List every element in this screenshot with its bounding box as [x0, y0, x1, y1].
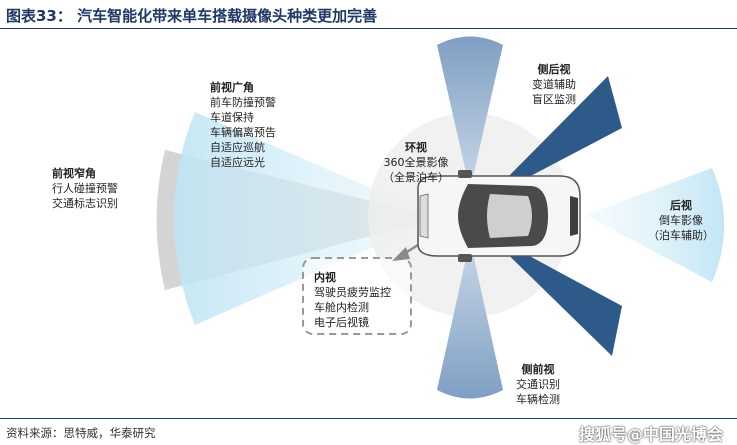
- surround-line-1: 360全景影像: [383, 156, 449, 169]
- front-wide-line-3: 车辆偏离预告: [210, 126, 276, 139]
- camera-coverage-diagram: [156, 36, 725, 399]
- bottom-beam: [437, 240, 503, 399]
- top-beam: [437, 36, 503, 190]
- front-wide-line-5: 自适应远光: [210, 156, 265, 169]
- side-rear-beam: [485, 76, 622, 200]
- source-note: 资料来源：思特威，华泰研究: [6, 426, 156, 440]
- front-narrow-label: 前视窄角 行人碰撞预警 交通标志识别: [52, 166, 118, 211]
- rear-title: 后视: [670, 199, 692, 212]
- car-icon: [417, 170, 581, 262]
- surround-label: 环视 360全景影像 （全景泊车）: [366, 140, 466, 185]
- interior-line-2: 车舱内检测: [314, 301, 369, 314]
- side-rear-line-2: 盲区监测: [532, 93, 576, 106]
- figure-title: 图表33： 汽车智能化带来单车搭载摄像头种类更加完善: [6, 7, 378, 25]
- rear-zone: [585, 168, 725, 282]
- front-narrow-line-2: 交通标志识别: [52, 197, 118, 210]
- figure-header: 图表33： 汽车智能化带来单车搭载摄像头种类更加完善: [0, 0, 737, 29]
- side-rear-line-1: 变道辅助: [532, 78, 576, 91]
- front-wide-line-2: 车道保持: [210, 111, 254, 124]
- front-wide-label: 前视广角 前车防撞预警 车道保持 车辆偏离预告 自适应巡航 自适应远光: [210, 80, 276, 170]
- front-narrow-line-1: 行人碰撞预警: [52, 182, 118, 195]
- interior-line-1: 驾驶员疲劳监控: [314, 286, 391, 299]
- rear-line-1: 倒车影像: [659, 214, 703, 227]
- surround-line-2: （全景泊车）: [383, 171, 449, 184]
- interior-box: [302, 257, 412, 335]
- side-front-line-2: 车辆检测: [516, 393, 560, 406]
- front-wide-title: 前视广角: [210, 81, 254, 94]
- interior-title: 内视: [314, 271, 336, 284]
- front-wide-line-1: 前车防撞预警: [210, 96, 276, 109]
- interior-arrow-head: [392, 247, 410, 261]
- interior-label: 内视 驾驶员疲劳监控 车舱内检测 电子后视镜: [314, 270, 391, 330]
- front-wide-zone: [173, 112, 440, 325]
- watermark: 搜狐号@中国光博会: [578, 425, 723, 444]
- side-front-beam: [485, 232, 622, 356]
- interior-line-3: 电子后视镜: [314, 316, 369, 329]
- side-front-label: 侧前视 交通识别 车辆检测: [506, 362, 570, 407]
- front-narrow-title: 前视窄角: [52, 167, 96, 180]
- side-rear-title: 侧后视: [537, 63, 571, 76]
- surround-title: 环视: [405, 141, 427, 154]
- side-front-line-1: 交通识别: [516, 378, 560, 391]
- rear-label: 后视 倒车影像 （泊车辅助）: [640, 198, 722, 243]
- front-wide-line-4: 自适应巡航: [210, 141, 265, 154]
- figure-footer: 资料来源：思特威，华泰研究 搜狐号@中国光博会: [0, 418, 737, 445]
- side-front-title: 侧前视: [521, 363, 555, 376]
- side-rear-label: 侧后视 变道辅助 盲区监测: [522, 62, 586, 107]
- rear-line-2: （泊车辅助）: [648, 229, 714, 242]
